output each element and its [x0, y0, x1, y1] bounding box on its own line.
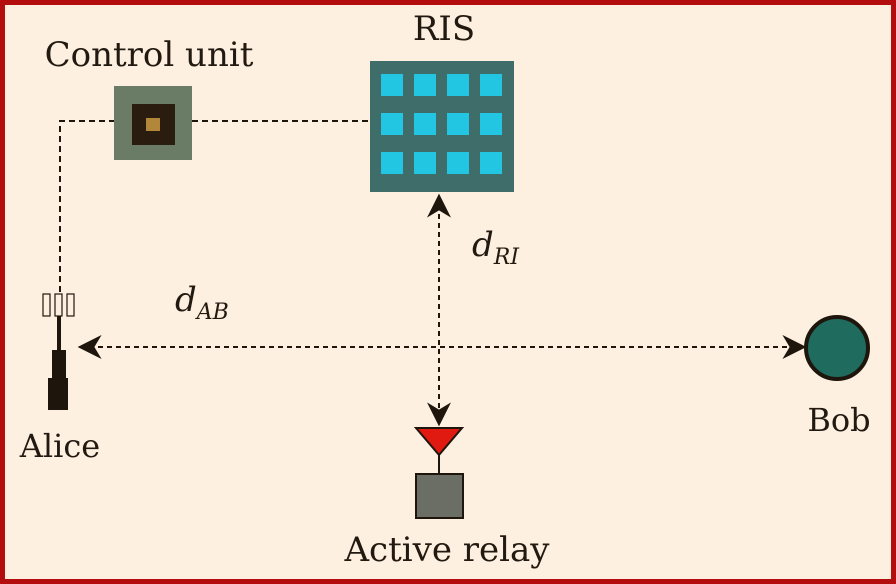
ris-panel	[370, 61, 514, 192]
ris-element	[447, 152, 469, 174]
relay-antenna-icon	[413, 427, 465, 457]
alice-antenna-element-1	[42, 293, 51, 317]
d-ab-label: dAB	[175, 280, 229, 325]
alice-body-lower	[48, 378, 68, 410]
bob-label: Bob	[807, 401, 870, 439]
alice-transmitter-icon	[42, 293, 75, 410]
ris-element	[381, 113, 403, 135]
alice-antenna-element-2	[54, 293, 63, 317]
ris-element	[381, 152, 403, 174]
ris-element	[480, 113, 502, 135]
ris-element	[480, 74, 502, 96]
relay-box	[415, 473, 464, 519]
active-relay-icon	[413, 427, 465, 519]
ris-element	[447, 74, 469, 96]
ris-elements	[381, 74, 502, 174]
ris-element	[381, 74, 403, 96]
ris-label: RIS	[413, 9, 475, 49]
d-ri-base: d	[472, 225, 494, 265]
alice-body-upper	[52, 350, 66, 378]
ris-element	[414, 152, 436, 174]
ris-element	[480, 152, 502, 174]
d-ab-base: d	[175, 280, 197, 320]
ris-element	[414, 113, 436, 135]
d-ab-sub: AB	[195, 300, 229, 325]
control-unit-label: Control unit	[45, 35, 254, 75]
alice-label: Alice	[19, 427, 100, 465]
control-unit-core	[146, 118, 160, 131]
bob-node-icon	[804, 315, 870, 381]
control-link-alice	[59, 120, 114, 292]
active-relay-label: Active relay	[344, 530, 551, 570]
alice-mast	[57, 316, 61, 350]
d-ri-label: dRI	[472, 225, 520, 270]
d-ri-sub: RI	[493, 245, 521, 270]
ris-element	[414, 74, 436, 96]
control-unit	[114, 86, 192, 160]
ris-element	[447, 113, 469, 135]
alice-antenna-element-3	[66, 293, 75, 317]
